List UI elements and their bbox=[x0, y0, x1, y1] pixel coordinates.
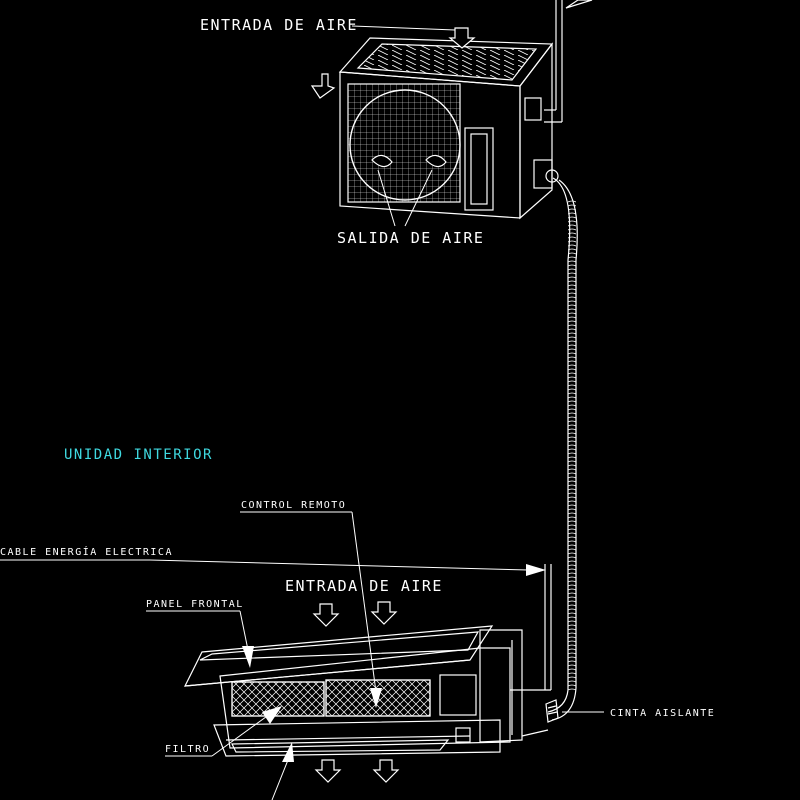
outdoor-inlet-arrow-top bbox=[448, 27, 476, 49]
remote-control-label: CONTROL REMOTO bbox=[241, 500, 346, 511]
indoor-outlet-arrows bbox=[314, 759, 400, 783]
outdoor-inlet-arrow-side bbox=[310, 73, 336, 99]
insulating-tape-label: CINTA AISLANTE bbox=[610, 708, 715, 719]
air-outlet-leaders bbox=[377, 169, 433, 227]
power-cable-leader bbox=[149, 559, 529, 571]
air-outlet-label: SALIDA DE AIRE bbox=[337, 229, 484, 247]
outdoor-inlet-leader bbox=[351, 25, 456, 31]
power-cable bbox=[510, 564, 552, 737]
filter-arrowhead bbox=[262, 706, 282, 724]
outdoor-air-inlet-label: ENTRADA DE AIRE bbox=[200, 16, 358, 34]
indoor-inlet-arrows bbox=[312, 601, 398, 627]
power-cable-label: CABLE ENERGÍA ELECTRICA bbox=[0, 545, 173, 558]
filter-label: FILTRO bbox=[165, 744, 210, 755]
front-panel-label: PANEL FRONTAL bbox=[146, 599, 244, 610]
remote-control-arrowhead bbox=[370, 688, 382, 708]
front-panel-leader bbox=[239, 610, 249, 651]
outdoor-unit bbox=[338, 37, 559, 220]
outdoor-pipe bbox=[544, 0, 593, 123]
indoor-unit bbox=[183, 625, 523, 757]
indoor-air-inlet-label: ENTRADA DE AIRE bbox=[285, 577, 443, 595]
tape-wrap bbox=[545, 699, 559, 723]
louver-leader bbox=[271, 759, 289, 800]
remote-control-leader bbox=[351, 511, 377, 693]
louver-arrowhead bbox=[282, 742, 294, 762]
front-panel-arrowhead bbox=[242, 646, 254, 668]
hose-texture bbox=[568, 200, 576, 690]
filter-leader bbox=[211, 713, 271, 757]
power-cable-arrowhead bbox=[526, 564, 546, 576]
indoor-unit-title: UNIDAD INTERIOR bbox=[64, 447, 213, 463]
